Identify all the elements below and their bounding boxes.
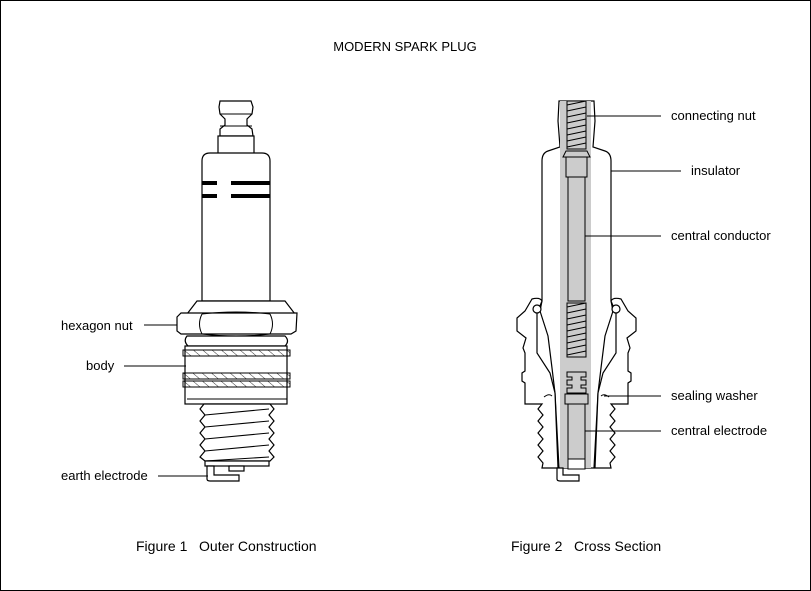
label-body: body — [86, 358, 115, 373]
label-earth-electrode: earth electrode — [61, 468, 148, 483]
insulator-bands — [202, 181, 270, 198]
figure2-caption: Figure 2 Cross Section — [511, 538, 661, 554]
cross-section-figure — [516, 100, 637, 482]
label-insulator: insulator — [691, 163, 741, 178]
thread — [199, 403, 275, 462]
label-hexagon-nut: hexagon nut — [61, 318, 133, 333]
label-central-electrode: central electrode — [671, 423, 767, 438]
diagram-title: MODERN SPARK PLUG — [333, 39, 477, 54]
outer-plug-figure — [176, 100, 298, 482]
label-sealing-washer: sealing washer — [671, 388, 758, 403]
label-connecting-nut: connecting nut — [671, 108, 756, 123]
shell — [516, 297, 637, 469]
figure1-caption: Figure 1 Outer Construction — [136, 538, 317, 554]
label-central-conductor: central conductor — [671, 228, 771, 243]
